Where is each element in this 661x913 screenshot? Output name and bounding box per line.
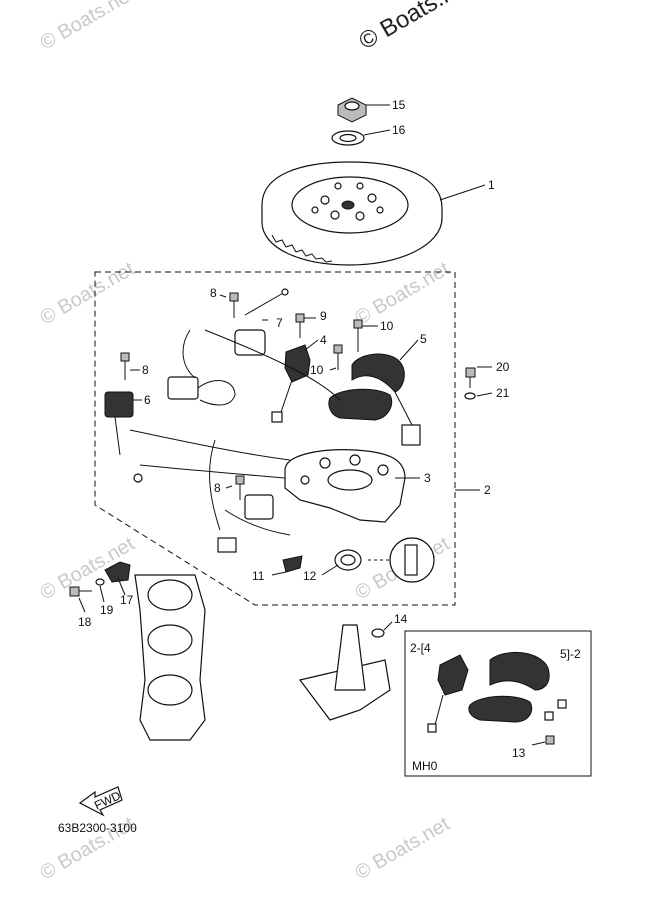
callout-21: 21 bbox=[496, 386, 510, 400]
connector bbox=[167, 376, 236, 406]
inset-box bbox=[404, 630, 592, 777]
flywheel bbox=[261, 161, 443, 266]
callout-11: 11 bbox=[252, 569, 265, 583]
callout-14: 14 bbox=[394, 612, 408, 626]
fwd-label: FWD bbox=[92, 788, 123, 812]
callout-16: 16 bbox=[392, 123, 406, 137]
callout-4: 4 bbox=[320, 333, 327, 347]
washer-small bbox=[95, 578, 105, 586]
clamp bbox=[282, 555, 303, 573]
bolt bbox=[353, 319, 363, 352]
charge-coil bbox=[271, 344, 311, 423]
bolt bbox=[235, 475, 245, 500]
callout-18: 18 bbox=[78, 615, 92, 629]
bolt bbox=[465, 367, 476, 388]
callout-5: 5 bbox=[420, 332, 427, 346]
callout-17: 17 bbox=[120, 593, 134, 607]
callout-8: 8 bbox=[210, 286, 217, 300]
drawing-code: 63B2300-3100 bbox=[58, 821, 137, 835]
inset-coils bbox=[427, 651, 567, 745]
callout-19: 19 bbox=[100, 603, 114, 617]
bolt bbox=[120, 352, 130, 380]
callout-9: 9 bbox=[320, 309, 327, 323]
watermark-top: © Boats.net bbox=[355, 0, 478, 55]
watermark: © Boats.net bbox=[352, 813, 454, 885]
stator-base bbox=[284, 449, 406, 523]
assembly-boundary bbox=[94, 271, 456, 606]
callout-20: 20 bbox=[496, 360, 510, 374]
callout-8: 8 bbox=[142, 363, 149, 377]
callout-12: 12 bbox=[303, 569, 317, 583]
wire-harness bbox=[129, 329, 341, 536]
watermark: © Boats.net bbox=[352, 258, 454, 330]
inset-label-2-4: 2-[4 bbox=[410, 641, 431, 655]
bolt bbox=[229, 292, 239, 318]
seal-detail bbox=[368, 537, 435, 583]
callout-1: 1 bbox=[488, 178, 495, 192]
cylinder-block bbox=[134, 574, 206, 741]
lighting-coil bbox=[328, 353, 421, 446]
callout-8: 8 bbox=[214, 481, 221, 495]
sensor bbox=[234, 288, 289, 356]
rectifier bbox=[209, 439, 274, 553]
washer-small bbox=[464, 392, 476, 400]
callout-10: 10 bbox=[380, 319, 394, 333]
callout-15: 15 bbox=[392, 98, 406, 112]
bolt bbox=[333, 344, 343, 370]
pulser-coil bbox=[104, 391, 143, 483]
callout-13: 13 bbox=[512, 746, 526, 760]
callout-10: 10 bbox=[310, 363, 324, 377]
bracket bbox=[104, 561, 131, 583]
fwd-arrow-icon: FWD bbox=[78, 786, 123, 817]
watermark: © Boats.net bbox=[37, 0, 139, 54]
flywheel-nut bbox=[337, 97, 367, 123]
bolt bbox=[69, 586, 92, 597]
callout-2: 2 bbox=[484, 483, 491, 497]
leader-lines bbox=[78, 104, 546, 746]
inset-label-5-2: 5]-2 bbox=[560, 647, 581, 661]
bolt bbox=[295, 313, 305, 338]
callout-3: 3 bbox=[424, 471, 431, 485]
washer bbox=[331, 130, 365, 146]
watermark: © Boats.net bbox=[37, 258, 139, 330]
steering-bracket bbox=[298, 624, 391, 721]
callout-7: 7 bbox=[276, 316, 283, 330]
oil-seal bbox=[334, 549, 362, 571]
inset-code: MH0 bbox=[412, 759, 438, 773]
callout-6: 6 bbox=[144, 393, 151, 407]
